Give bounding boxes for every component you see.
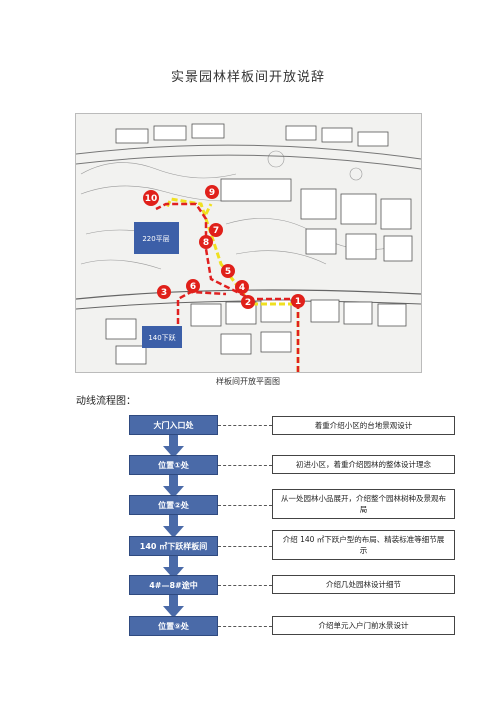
down-arrow-icon xyxy=(163,556,184,579)
unit-140-label: 140下跃 xyxy=(148,333,175,342)
marker-6-label: 6 xyxy=(190,282,196,292)
flow-connector xyxy=(218,626,272,627)
flow-desc: 介绍 140 ㎡下跃户型的布局、精装标准等细节展示 xyxy=(272,530,455,560)
marker-3 xyxy=(157,285,171,299)
flow-desc: 从一处园林小品展开，介绍整个园林树种及景观布局 xyxy=(272,489,455,519)
marker-5-label: 5 xyxy=(225,267,231,277)
unit-220-label: 220平层 xyxy=(142,235,169,243)
flow-connector xyxy=(218,546,272,547)
marker-9 xyxy=(205,185,219,199)
site-plan-drawing: 220平层 140下跃 1 2 3 4 5 6 7 8 9 1 xyxy=(76,114,421,372)
marker-9-label: 9 xyxy=(209,188,215,198)
marker-8-label: 8 xyxy=(203,238,209,248)
flow-desc: 介绍几处园林设计细节 xyxy=(272,575,455,594)
marker-4 xyxy=(235,280,249,294)
marker-1-label: 1 xyxy=(295,297,301,307)
route-yellow xyxy=(164,197,300,372)
down-arrow-icon xyxy=(163,435,184,458)
map-caption: 样板间开放平面图 xyxy=(216,377,280,386)
marker-7 xyxy=(209,223,223,237)
marker-7-label: 7 xyxy=(213,226,219,236)
marker-2 xyxy=(241,295,255,309)
flow-step-buildings-4-8: 4#—8#途中 xyxy=(129,575,218,595)
page-title: 实景园林样板间开放说辞 xyxy=(170,70,325,85)
flow-connector xyxy=(218,465,272,466)
marker-6 xyxy=(186,279,200,293)
down-arrow-icon xyxy=(163,595,184,618)
flow-step-entrance: 大门入口处 xyxy=(129,415,218,435)
flow-heading: 动线流程图： xyxy=(76,396,136,407)
down-arrow-icon xyxy=(163,475,184,498)
flow-connector xyxy=(218,425,272,426)
site-plan-map: 220平层 140下跃 1 2 3 4 5 6 7 8 9 1 xyxy=(75,113,422,373)
route-red xyxy=(155,202,300,372)
marker-2-label: 2 xyxy=(245,298,251,308)
flow-step-position-9: 位置⑨处 xyxy=(129,616,218,636)
marker-1 xyxy=(291,294,305,308)
flow-step-position-1: 位置①处 xyxy=(129,455,218,475)
flow-connector xyxy=(218,585,272,586)
unit-140-box xyxy=(142,326,182,348)
marker-3-label: 3 xyxy=(161,288,167,298)
flow-desc: 着重介绍小区的台地景观设计 xyxy=(272,416,455,435)
flow-desc: 介绍单元入户门前水景设计 xyxy=(272,616,455,635)
flow-step-position-2: 位置②处 xyxy=(129,495,218,515)
down-arrow-icon xyxy=(163,515,184,538)
marker-4-label: 4 xyxy=(239,283,245,293)
flow-step-140-showroom: 140 ㎡下跃样板间 xyxy=(129,536,218,556)
marker-8 xyxy=(199,235,213,249)
marker-10-label: 10 xyxy=(145,194,158,204)
flow-desc: 初进小区，着重介绍园林的整体设计理念 xyxy=(272,455,455,474)
marker-5 xyxy=(221,264,235,278)
flow-connector xyxy=(218,505,272,506)
marker-10 xyxy=(143,190,159,206)
unit-220-box xyxy=(134,222,179,254)
